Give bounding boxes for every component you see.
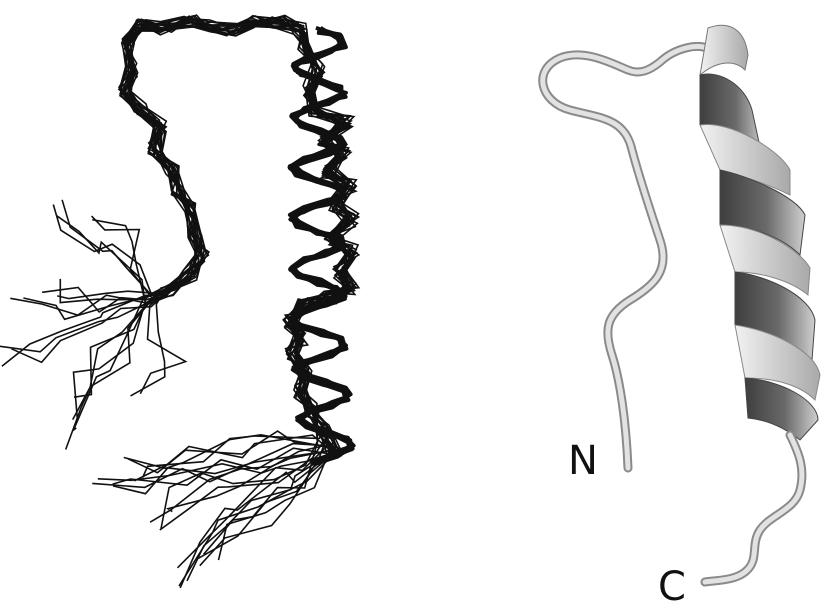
helix-turn-1 (700, 25, 748, 75)
ribbon-cartoon-panel: N C (543, 25, 820, 608)
coil-c-terminal (705, 435, 802, 582)
nmr-ensemble-panel (0, 15, 359, 588)
backbone-trace-model (10, 21, 354, 560)
n-terminus-label: N (568, 438, 598, 484)
c-terminus-label: C (658, 564, 686, 608)
